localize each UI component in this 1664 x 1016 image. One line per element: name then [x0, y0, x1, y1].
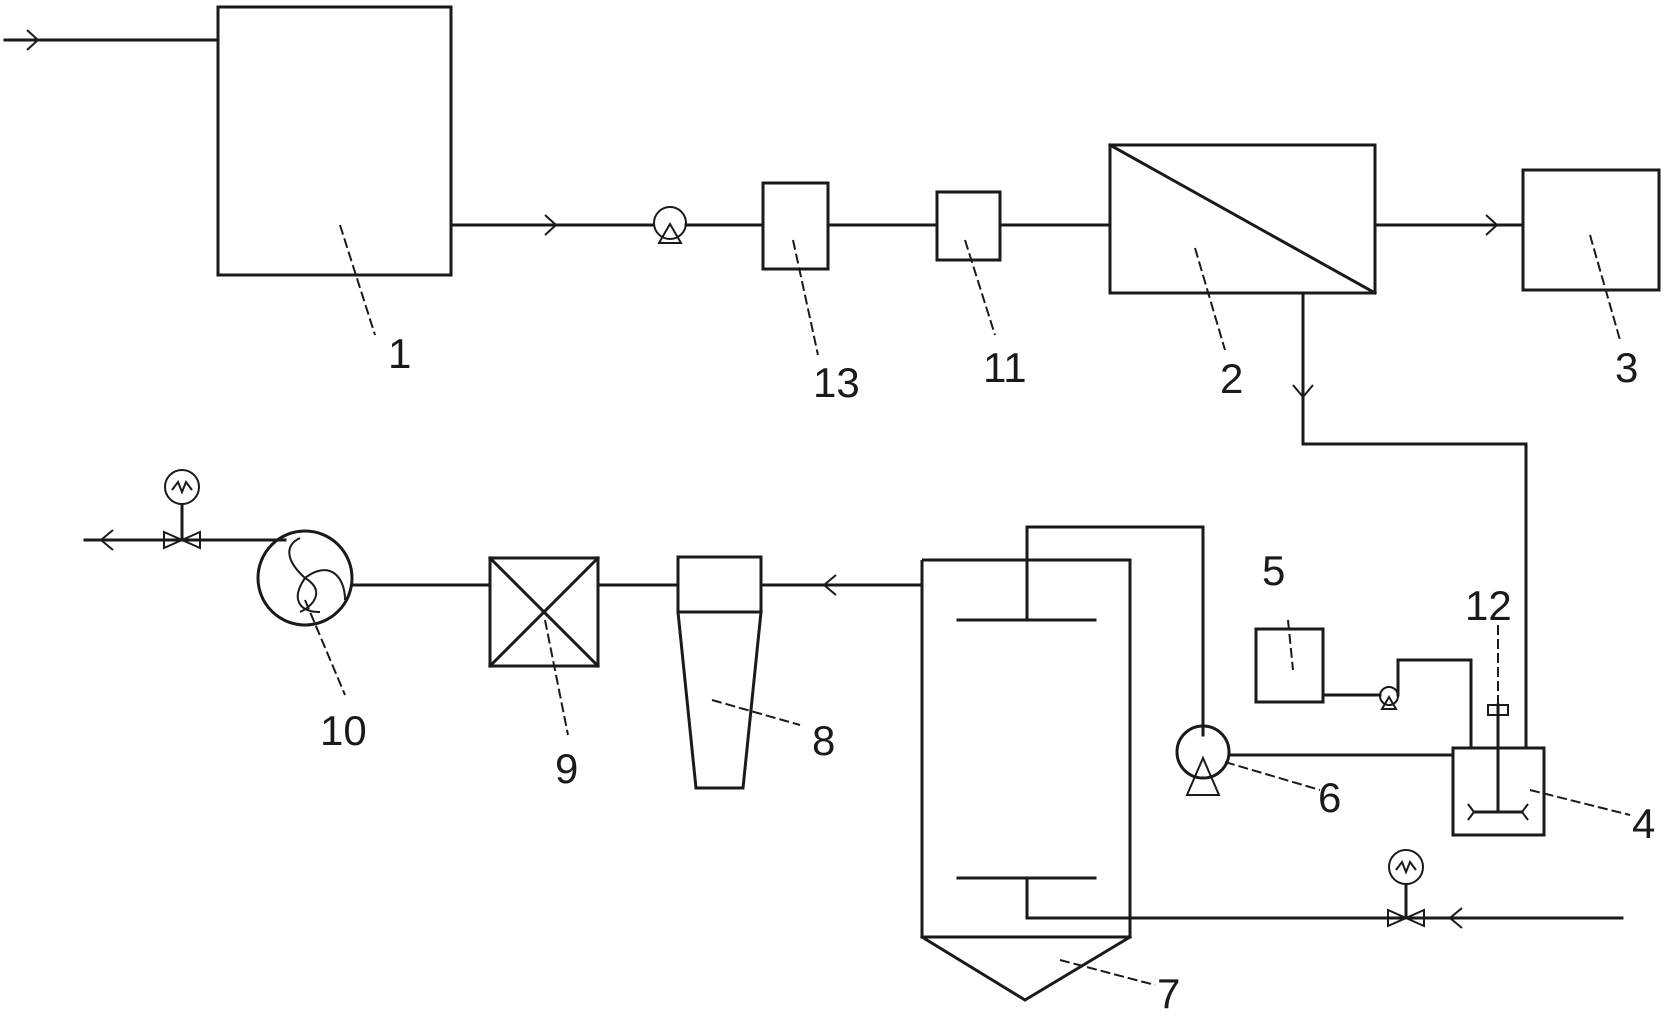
unit-11	[935, 190, 1002, 336]
label-7: 7	[1157, 970, 1180, 1016]
label-3: 3	[1615, 344, 1638, 391]
label-5: 5	[1262, 547, 1285, 594]
label-11: 11	[983, 344, 1027, 391]
unit-5-tank	[1254, 619, 1473, 780]
dosing-pump-icon	[1379, 686, 1399, 710]
agitator-motor-12	[1487, 625, 1509, 716]
unit-1	[216, 5, 453, 336]
label-2: 2	[1220, 355, 1243, 402]
unit-13	[761, 181, 830, 356]
exhaust-outlet-line	[83, 529, 287, 551]
label-1: 1	[388, 330, 411, 377]
label-9: 9	[555, 745, 578, 792]
label-12: 12	[1465, 582, 1512, 629]
permeate-line	[1373, 214, 1525, 236]
feed-line-top	[449, 214, 1112, 236]
feed-pump-icon	[653, 206, 687, 244]
inlet-line-unit-1	[3, 29, 220, 51]
unit-3	[1521, 168, 1661, 341]
dryer-exhaust-line	[759, 574, 924, 596]
unit-8-cyclone	[676, 555, 801, 790]
label-6: 6	[1318, 774, 1341, 821]
label-10: 10	[320, 707, 367, 754]
label-4: 4	[1632, 800, 1655, 847]
left-valve-icon	[163, 469, 201, 550]
concentrate-line	[1292, 291, 1528, 780]
label-8: 8	[812, 717, 835, 764]
fan-unit-10	[256, 529, 492, 696]
unit-2-membrane	[1107, 142, 1378, 351]
unit-4-mixing-tank	[1451, 703, 1631, 837]
unit-9-filter	[487, 555, 680, 736]
right-valve-icon	[1387, 849, 1425, 928]
pump-unit-6	[1175, 724, 1452, 796]
air-inlet-line	[1448, 907, 1463, 929]
label-13: 13	[813, 359, 860, 406]
